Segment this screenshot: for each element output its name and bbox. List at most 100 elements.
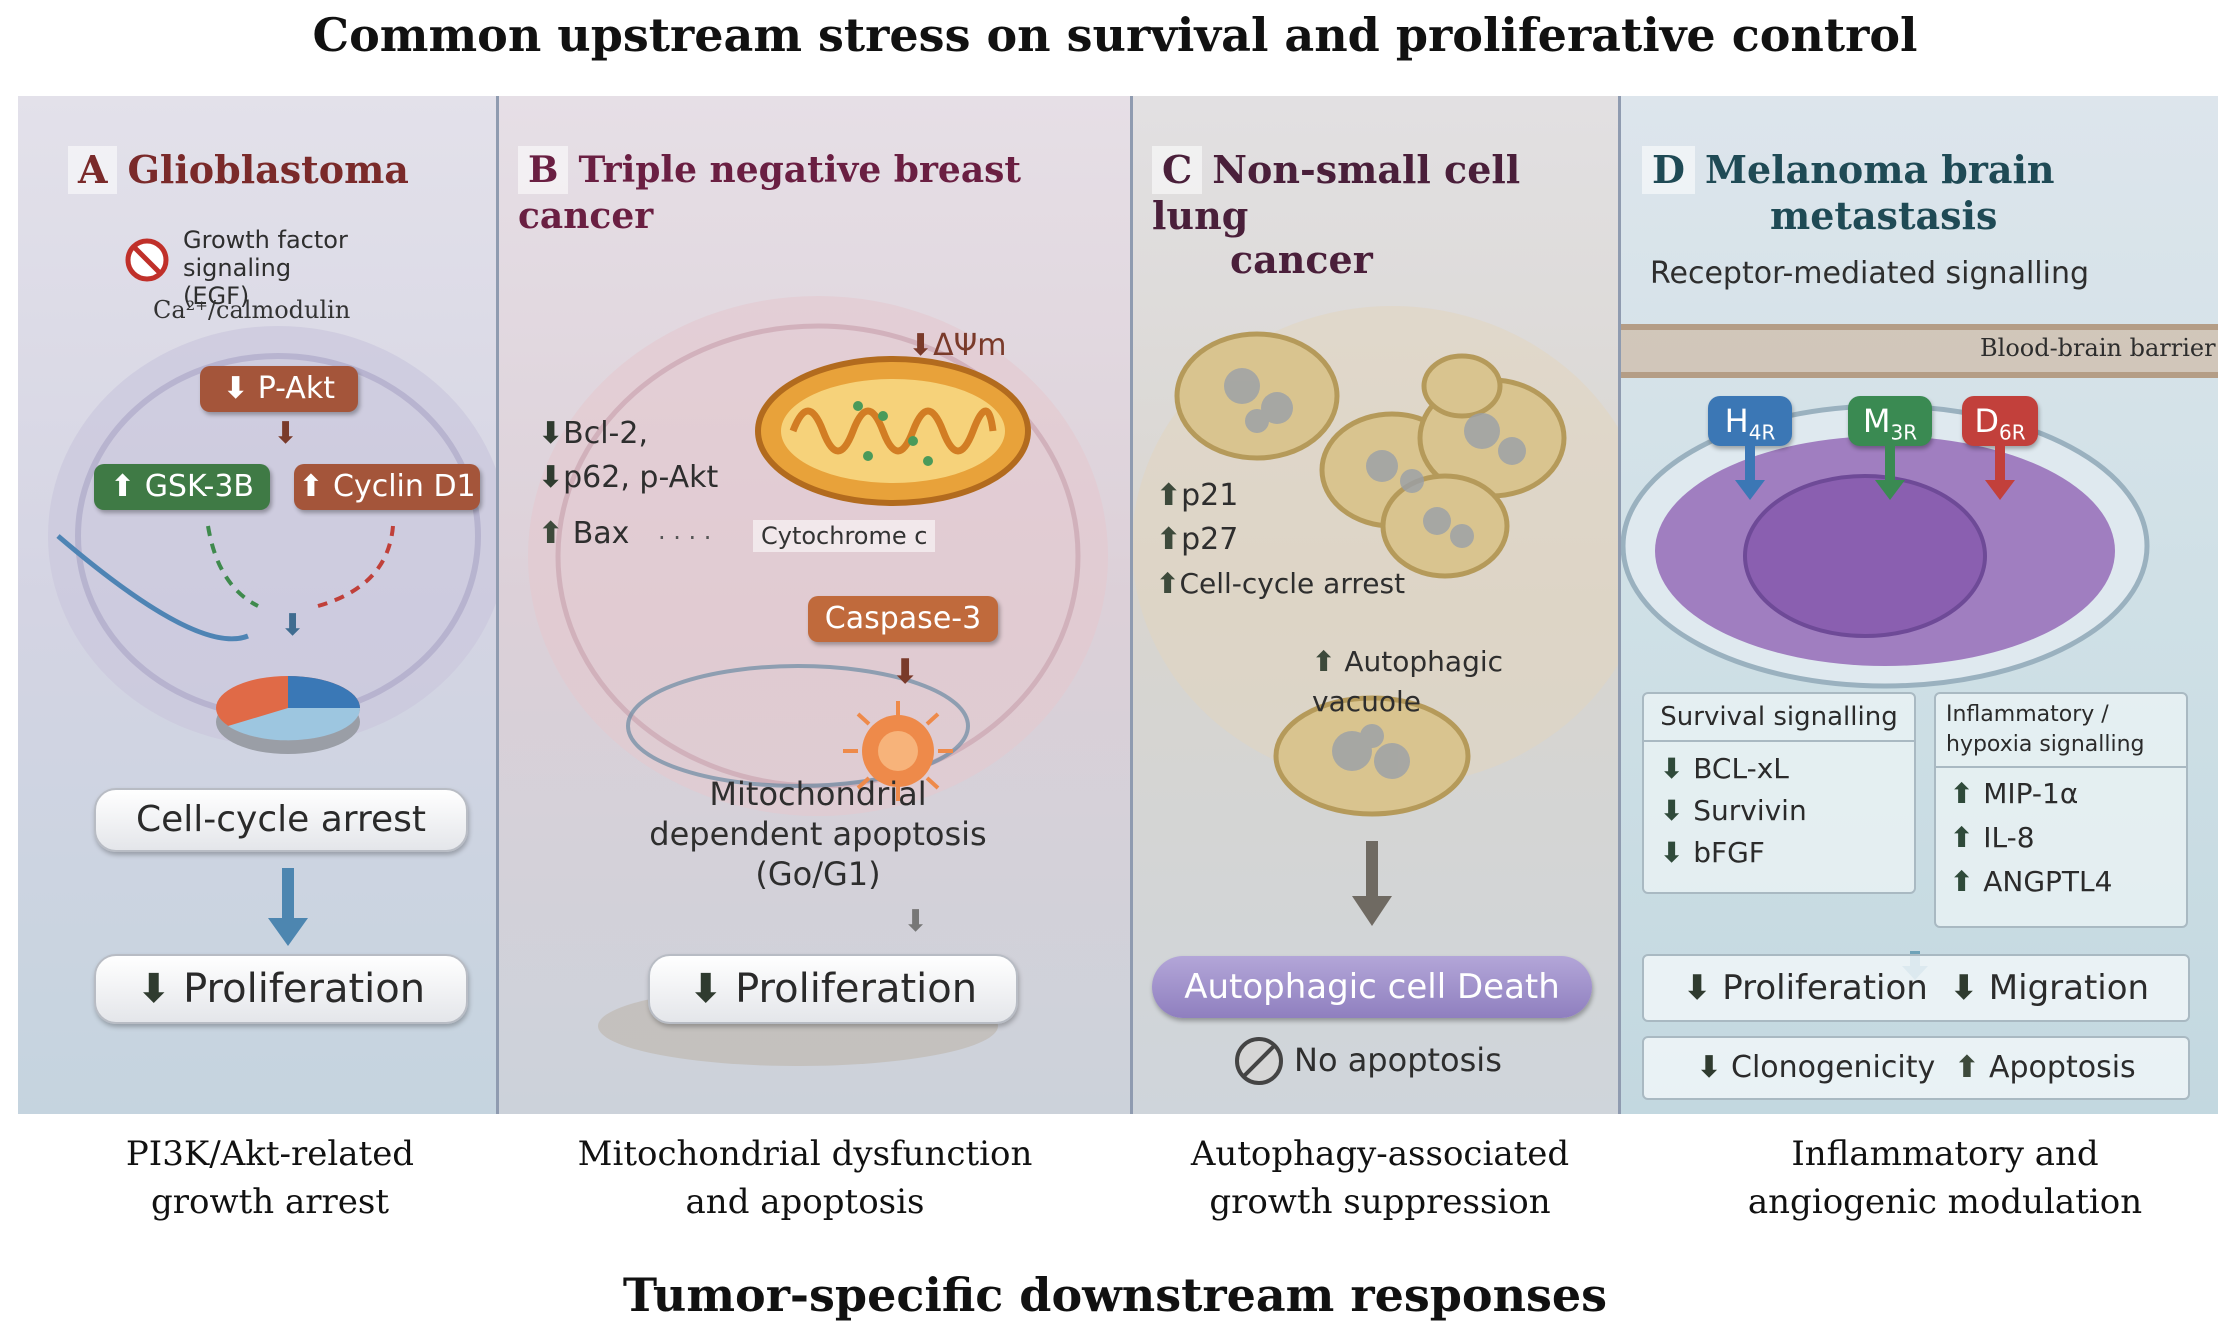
panel-c-letter: C xyxy=(1152,146,1203,194)
mito-apoptosis-line-2: dependent apoptosis xyxy=(649,815,987,853)
survival-label: Survivin xyxy=(1693,794,1807,827)
up-arrow-icon: ⬆ xyxy=(110,469,136,504)
up-arrow-icon: ⬆ xyxy=(1950,821,1984,854)
inflammatory-signalling-box: Inflammatory / hypoxia signalling ⬆ MIP-… xyxy=(1934,692,2188,928)
m3r-letter: M xyxy=(1862,402,1891,440)
dpsi-text: ΔΨm xyxy=(933,328,1007,363)
proliferation-pill-a: ⬇ Proliferation xyxy=(94,954,468,1024)
down-arrow-icon: ⬇ xyxy=(223,371,249,406)
m3r-subscript: 3R xyxy=(1890,420,1918,445)
down-arrow-icon: ⬇ xyxy=(903,904,929,939)
gsk-box: ⬆ GSK-3B xyxy=(94,464,270,510)
inflammatory-item: ⬆ MIP-1α xyxy=(1950,772,2186,816)
inflammatory-item: ⬆ ANGPTL4 xyxy=(1950,860,2186,904)
migration-label: Migration xyxy=(1988,968,2150,1008)
caption-a: PI3K/Akt-related growth arrest xyxy=(60,1130,480,1226)
survival-item: ⬇ bFGF xyxy=(1660,832,1914,874)
down-arrow-icon: ⬇ xyxy=(1682,968,1712,1008)
caption-c-line-2: growth suppression xyxy=(1209,1182,1551,1222)
figure-title: Common upstream stress on survival and p… xyxy=(312,8,1918,62)
calmodulin-label: Ca²⁺/calmodulin xyxy=(153,296,351,324)
inflammatory-label: MIP-1α xyxy=(1983,777,2079,810)
inflammatory-label: ANGPTL4 xyxy=(1983,865,2113,898)
down-arrow-icon: ⬇ xyxy=(136,966,171,1012)
d6r-arrow-icon xyxy=(1985,444,2015,500)
growth-factor-label: Growth factor signaling (EGF) xyxy=(183,226,348,310)
p62-text: p62, p-Akt xyxy=(563,460,719,495)
glioblastoma-cell-illustration xyxy=(48,326,496,746)
no-apoptosis-icon xyxy=(1235,1037,1283,1085)
down-arrow-icon: ⬇ xyxy=(1660,752,1694,785)
bax-text: Bax xyxy=(572,516,630,551)
inflammatory-title-2: hypoxia signalling xyxy=(1946,732,2145,757)
panel-divider xyxy=(496,96,499,1114)
up-arrow-icon: ⬆ xyxy=(538,516,564,551)
cell-cycle-pie-icon xyxy=(216,676,361,754)
inflammatory-item: ⬆ IL-8 xyxy=(1950,816,2186,860)
cytochrome-label: Cytochrome c xyxy=(753,520,936,552)
dotted-connector: · · · · xyxy=(658,524,712,552)
no-sign-icon xyxy=(125,238,169,282)
caption-d-line-2: angiogenic modulation xyxy=(1747,1182,2143,1222)
caption-d-line-1: Inflammatory and xyxy=(1791,1134,2099,1174)
mito-apoptosis-line-3: (Go/G1) xyxy=(755,855,881,893)
panel-d-name-2: metastasis xyxy=(1770,193,1998,238)
caspase-box: Caspase-3 xyxy=(808,596,998,642)
m3r-receptor: M3R xyxy=(1848,396,1932,446)
caption-b: Mitochondrial dysfunction and apoptosis xyxy=(540,1130,1070,1226)
no-apoptosis-label: No apoptosis xyxy=(1294,1041,1502,1079)
up-arrow-icon: ⬆ xyxy=(1950,777,1984,810)
down-arrow-icon: ⬇ xyxy=(1949,968,1978,1008)
nsclc-vacuole-illustration xyxy=(1132,306,1618,926)
p21-label: ⬆p21 xyxy=(1156,476,1238,516)
cyclin-label: Cyclin D1 xyxy=(333,469,476,504)
inflammatory-label: IL-8 xyxy=(1983,821,2035,854)
mito-apoptosis-label: Mitochondrial dependent apoptosis (Go/G1… xyxy=(618,774,1018,894)
cell-cycle-arrest-pill: Cell-cycle arrest xyxy=(94,788,468,852)
pakt-label: P-Akt xyxy=(257,371,335,406)
panel-divider xyxy=(1130,96,1133,1114)
survival-item: ⬇ Survivin xyxy=(1660,790,1914,832)
proliferation-label-d: Proliferation xyxy=(1722,968,1928,1008)
down-arrow-icon: ⬇ xyxy=(1660,836,1694,869)
down-arrow-icon: ⬇ xyxy=(538,416,564,451)
down-arrow-icon: ⬇ xyxy=(908,328,934,363)
caption-a-line-2: growth arrest xyxy=(151,1182,389,1222)
survival-signalling-box: Survival signalling ⬇ BCL-xL⬇ Survivin⬇ … xyxy=(1642,692,1916,894)
apoptotic-cell-icon xyxy=(843,701,953,801)
down-arrow-icon: ⬇ xyxy=(538,460,564,495)
m3r-arrow-icon xyxy=(1875,444,1905,500)
p21-text: p21 xyxy=(1181,478,1239,513)
down-arrow-icon: ⬇ xyxy=(688,966,723,1012)
survival-label: bFGF xyxy=(1693,836,1765,869)
inflammatory-title: Inflammatory / hypoxia signalling xyxy=(1936,694,2186,768)
panel-a-name: Glioblastoma xyxy=(127,147,409,192)
caption-b-line-2: and apoptosis xyxy=(685,1182,925,1222)
cell-cycle-text-c: Cell-cycle arrest xyxy=(1179,567,1406,600)
down-arrow-icon: ⬇ xyxy=(891,652,920,692)
proliferation-label-b: Proliferation xyxy=(735,966,978,1012)
up-arrow-icon: ⬆ xyxy=(1954,1050,1980,1085)
panel-d-letter: D xyxy=(1642,146,1695,194)
mito-apoptosis-line-1: Mitochondrial xyxy=(709,775,927,813)
footer-title: Tumor-specific downstream responses xyxy=(622,1268,1608,1322)
clonogenicity-label: Clonogenicity xyxy=(1731,1050,1936,1085)
up-arrow-icon: ⬆ xyxy=(1312,645,1336,678)
up-arrow-icon: ⬆ xyxy=(298,469,324,504)
panel-c-name-2: cancer xyxy=(1230,237,1373,282)
caption-a-line-1: PI3K/Akt-related xyxy=(125,1134,415,1174)
down-arrow-icon xyxy=(268,868,308,946)
blood-brain-barrier-label: Blood-brain barrier xyxy=(1980,334,2216,362)
cyclin-box: ⬆ Cyclin D1 xyxy=(294,464,480,510)
cell-cycle-label-c: ⬆Cell-cycle arrest xyxy=(1156,564,1405,604)
h4r-letter: H xyxy=(1724,402,1749,440)
proliferation-migration-box: ⬇ Proliferation ⬇ Migration xyxy=(1642,954,2190,1022)
p27-label: ⬆p27 xyxy=(1156,520,1238,560)
inflammatory-title-1: Inflammatory / xyxy=(1946,702,2109,727)
